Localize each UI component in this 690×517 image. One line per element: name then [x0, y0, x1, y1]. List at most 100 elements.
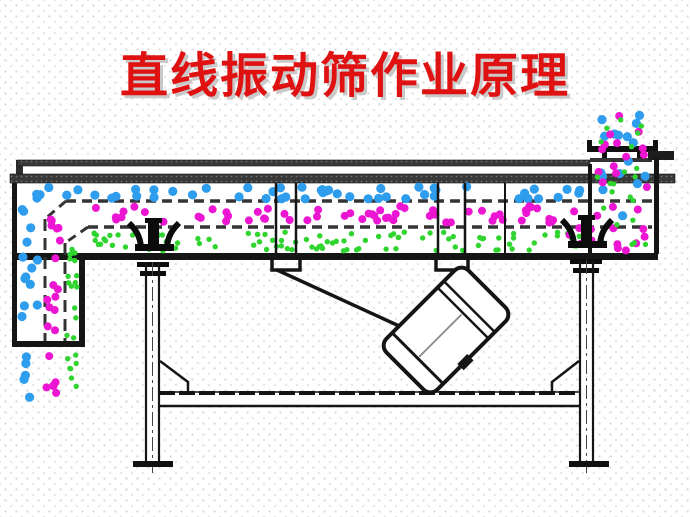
- magenta-outfall-stream-dot: [42, 383, 51, 392]
- magenta-discharge-channel-dot: [43, 295, 52, 304]
- blue-top-screen-layer-dot: [187, 190, 198, 200]
- feed-stream-blue-dot: [634, 110, 645, 120]
- feed-stream-green-dot: [621, 169, 628, 175]
- support-leg-left: [133, 262, 173, 473]
- green-bottom-deck-layer-dot: [159, 232, 166, 238]
- magenta-mid-screen-layer-dot: [429, 206, 437, 215]
- blue-outfall-stream-dot: [21, 352, 31, 362]
- green-bottom-deck-layer-dot: [452, 244, 458, 250]
- green-discharge-channel-dot: [72, 257, 78, 264]
- green-bottom-deck-layer-dot: [115, 232, 121, 238]
- green-bottom-deck-layer-dot: [493, 247, 499, 253]
- green-discharge-channel-dot: [67, 256, 73, 262]
- feed-stream-green-dot: [638, 123, 644, 129]
- green-discharge-channel-dot: [72, 305, 78, 311]
- blue-top-screen-layer-dot: [297, 182, 307, 192]
- green-discharge-channel-dot: [68, 283, 75, 289]
- magenta-mid-screen-layer-dot: [464, 207, 473, 216]
- bottom-deck: [16, 253, 658, 260]
- green-outfall-stream-dot: [65, 356, 71, 362]
- base-plate-left: [133, 461, 173, 467]
- magenta-mid-screen-layer-dot: [263, 204, 272, 213]
- feed-stream-green-dot: [632, 174, 638, 180]
- magenta-mid-screen-layer-dot: [196, 213, 205, 222]
- magenta-mid-screen-layer-dot: [478, 206, 486, 215]
- green-bottom-deck-layer-dot: [289, 247, 295, 253]
- feed-stream-blue-dot: [622, 132, 632, 142]
- green-bottom-deck-layer-dot: [510, 235, 517, 241]
- feed-stream-magenta-dot: [622, 152, 631, 161]
- green-bottom-deck-layer-dot: [282, 229, 288, 235]
- magenta-mid-screen-layer-dot: [370, 211, 379, 220]
- magenta-mid-screen-layer-dot: [208, 205, 217, 214]
- right-top-step: [648, 151, 674, 160]
- motor-support-arm: [276, 268, 422, 338]
- green-outfall-stream-dot: [73, 352, 79, 358]
- green-bottom-deck-layer-dot: [348, 231, 355, 237]
- magenta-discharge-channel-dot: [47, 216, 56, 225]
- blue-discharge-channel-dot: [32, 255, 43, 265]
- blue-discharge-channel-dot: [20, 274, 30, 284]
- green-discharge-channel-dot: [73, 315, 79, 321]
- green-bottom-deck-layer-dot: [542, 232, 548, 238]
- green-bottom-deck-layer-dot: [196, 240, 203, 247]
- green-bottom-deck-layer-dot: [109, 242, 116, 248]
- magenta-mid-screen-layer-dot: [130, 202, 139, 211]
- magenta-mid-screen-layer-dot: [303, 216, 312, 225]
- feed-inlet-stand: [587, 140, 658, 161]
- blue-top-screen-layer-dot: [381, 192, 391, 202]
- feed-box-wall: [588, 164, 592, 254]
- blue-top-screen-layer-dot: [401, 194, 411, 204]
- feed-stream-blue-dot: [618, 211, 628, 221]
- green-bottom-deck-layer-dot: [554, 233, 561, 239]
- green-bottom-deck-layer-dot: [509, 246, 515, 252]
- green-bottom-deck-layer-dot: [278, 243, 285, 249]
- green-bottom-deck-layer-dot: [92, 237, 98, 244]
- magenta-mid-screen-layer-dot: [117, 213, 126, 222]
- blue-outfall-stream-dot: [21, 358, 31, 369]
- blue-top-screen-layer-dot: [275, 183, 285, 193]
- blue-top-screen-layer-dot: [168, 186, 178, 196]
- magenta-discharge-channel-dot: [53, 285, 62, 294]
- green-bottom-deck-layer-dot: [303, 236, 310, 243]
- feed-stream-blue-dot: [613, 130, 624, 140]
- feed-stream-green-dot: [604, 125, 610, 131]
- green-bottom-deck-layer-dot: [174, 240, 181, 246]
- main-top-rail: [9, 173, 676, 184]
- green-bottom-deck-layer-dot: [390, 231, 397, 237]
- green-bottom-deck-layer-dot: [450, 233, 456, 240]
- feed-stream-blue-dot: [640, 171, 650, 181]
- magenta-mid-screen-layer-dot: [396, 202, 405, 211]
- blue-top-screen-layer-dot: [149, 185, 159, 195]
- magenta-mid-screen-layer-dot: [91, 203, 100, 212]
- blue-discharge-channel-dot: [18, 252, 28, 262]
- magenta-mid-screen-layer-dot: [376, 206, 385, 215]
- blue-top-screen-layer-dot: [529, 184, 539, 194]
- green-bottom-deck-layer-dot: [329, 240, 336, 246]
- green-bottom-deck-layer-dot: [309, 244, 315, 250]
- green-bottom-deck-layer-dot: [375, 233, 382, 240]
- feed-stream-green-dot: [635, 130, 641, 136]
- upper-rail: [16, 159, 591, 167]
- magenta-mid-screen-layer-dot: [382, 214, 390, 222]
- feed-stream-magenta-dot: [598, 178, 607, 187]
- green-bottom-deck-layer-dot: [419, 235, 426, 241]
- feed-stream-magenta-dot: [642, 183, 651, 192]
- blue-outfall-stream-dot: [19, 374, 29, 384]
- feed-stream-magenta-dot: [633, 205, 642, 214]
- green-bottom-deck-layer-dot: [263, 246, 270, 253]
- green-discharge-channel-dot: [70, 335, 77, 341]
- green-bottom-deck-layer-dot: [212, 244, 218, 250]
- magenta-mid-screen-layer-dot: [533, 204, 542, 213]
- feed-stream-magenta-dot: [613, 240, 622, 249]
- green-bottom-deck-layer-dot: [251, 242, 257, 248]
- blue-top-screen-layer-dot: [429, 191, 439, 201]
- blue-top-screen-layer-dot: [149, 192, 159, 202]
- magenta-mid-screen-layer-dot: [340, 211, 349, 220]
- blue-top-screen-layer-dot: [73, 185, 83, 195]
- green-bottom-deck-layer-dot: [496, 235, 502, 241]
- green-outfall-stream-dot: [67, 365, 73, 372]
- green-bottom-deck-layer-dot: [256, 239, 263, 245]
- blue-discharge-channel-dot: [17, 311, 27, 322]
- green-bottom-deck-layer-dot: [254, 231, 261, 237]
